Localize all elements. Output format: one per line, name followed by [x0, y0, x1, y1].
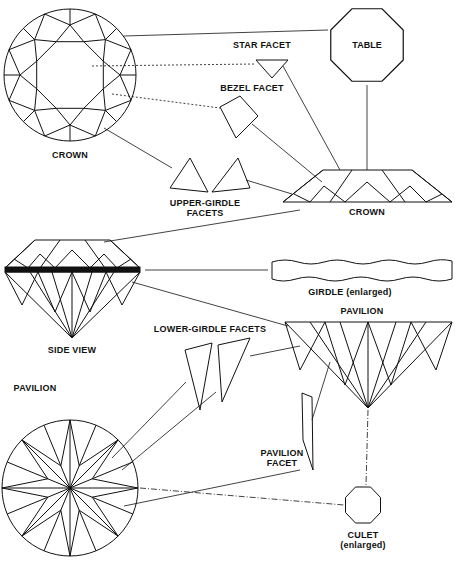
upper-girdle-facet-shape [170, 158, 208, 192]
pavilion-zigzag [285, 322, 452, 385]
leader-line [122, 392, 216, 470]
part-label: CROWN [337, 207, 397, 217]
pavilion-ridges [2, 420, 138, 556]
leader-lines [92, 30, 368, 506]
part-label: LOWER-GIRDLE FACETS [150, 324, 270, 334]
octagon-shape [331, 9, 403, 81]
upper-girdle-lines [4, 9, 136, 141]
side-view [5, 240, 140, 338]
crown-profile [5, 240, 140, 268]
pavilion-star [2, 420, 138, 556]
pavilion-profile [285, 322, 452, 408]
girdle-outline [2, 420, 138, 556]
pavilion-profile [5, 272, 140, 338]
pavilion-facet-shape [302, 393, 313, 470]
part-label: PAVILION FACET [259, 448, 305, 468]
crown-side [283, 170, 452, 202]
star-facet-shape [256, 60, 288, 78]
lower-girdle-facet-shape [218, 338, 250, 402]
crown-profile [283, 170, 452, 202]
leader-line [312, 362, 330, 420]
leader-line [124, 30, 328, 36]
crown-top-view [4, 9, 136, 141]
leader-line [112, 382, 186, 458]
node-text-holder: TABLE [327, 5, 407, 85]
girdle-enlarged [272, 260, 452, 281]
crown-zigzag [294, 182, 442, 202]
node-label: TABLE [352, 40, 381, 50]
part-label: GIRDLE (enlarged) [290, 287, 410, 297]
leader-line [140, 488, 344, 505]
lower-girdle-facet-shape [185, 343, 212, 410]
girdle-band [5, 267, 140, 272]
part-label: SIDE VIEW [37, 345, 107, 355]
star-facets [20, 25, 120, 125]
pavilion-side [285, 322, 452, 408]
table-octagon: TABLE [327, 5, 407, 85]
leader-line [246, 180, 292, 194]
pavilion-zigzag [5, 272, 140, 312]
culet-shape [346, 487, 381, 523]
part-label: UPPER-GIRDLE FACETS [165, 198, 245, 218]
lower-girdle-lines [7, 425, 133, 551]
part-label: CROWN [40, 150, 100, 160]
leader-line [366, 410, 368, 486]
bezel-facet-shape [220, 96, 258, 138]
part-label: BEZEL FACET [207, 83, 297, 93]
crown-facet-lines [5, 240, 140, 268]
part-label: STAR FACET [222, 40, 302, 50]
part-label: PAVILION [327, 306, 397, 316]
girdle-outline [4, 9, 136, 141]
leader-line [92, 64, 256, 66]
pavilion-facet-lines [310, 322, 426, 408]
leader-line [132, 282, 288, 326]
part-label: PAVILION [5, 383, 65, 393]
upper-girdle-facet-shape [212, 158, 250, 192]
leader-line [112, 94, 220, 108]
crown-zigzag [14, 250, 131, 268]
leader-line [252, 124, 322, 182]
leader-line [104, 128, 172, 168]
leader-line [250, 346, 300, 356]
crown-facet-lines [283, 170, 452, 202]
leader-line [283, 66, 340, 170]
leader-line [367, 85, 368, 170]
leader-line [124, 470, 300, 506]
leader-line [145, 270, 268, 271]
table-outline [37, 42, 104, 109]
pavilion-bottom-view [2, 420, 138, 556]
part-label: CULET (enlarged) [338, 530, 388, 550]
